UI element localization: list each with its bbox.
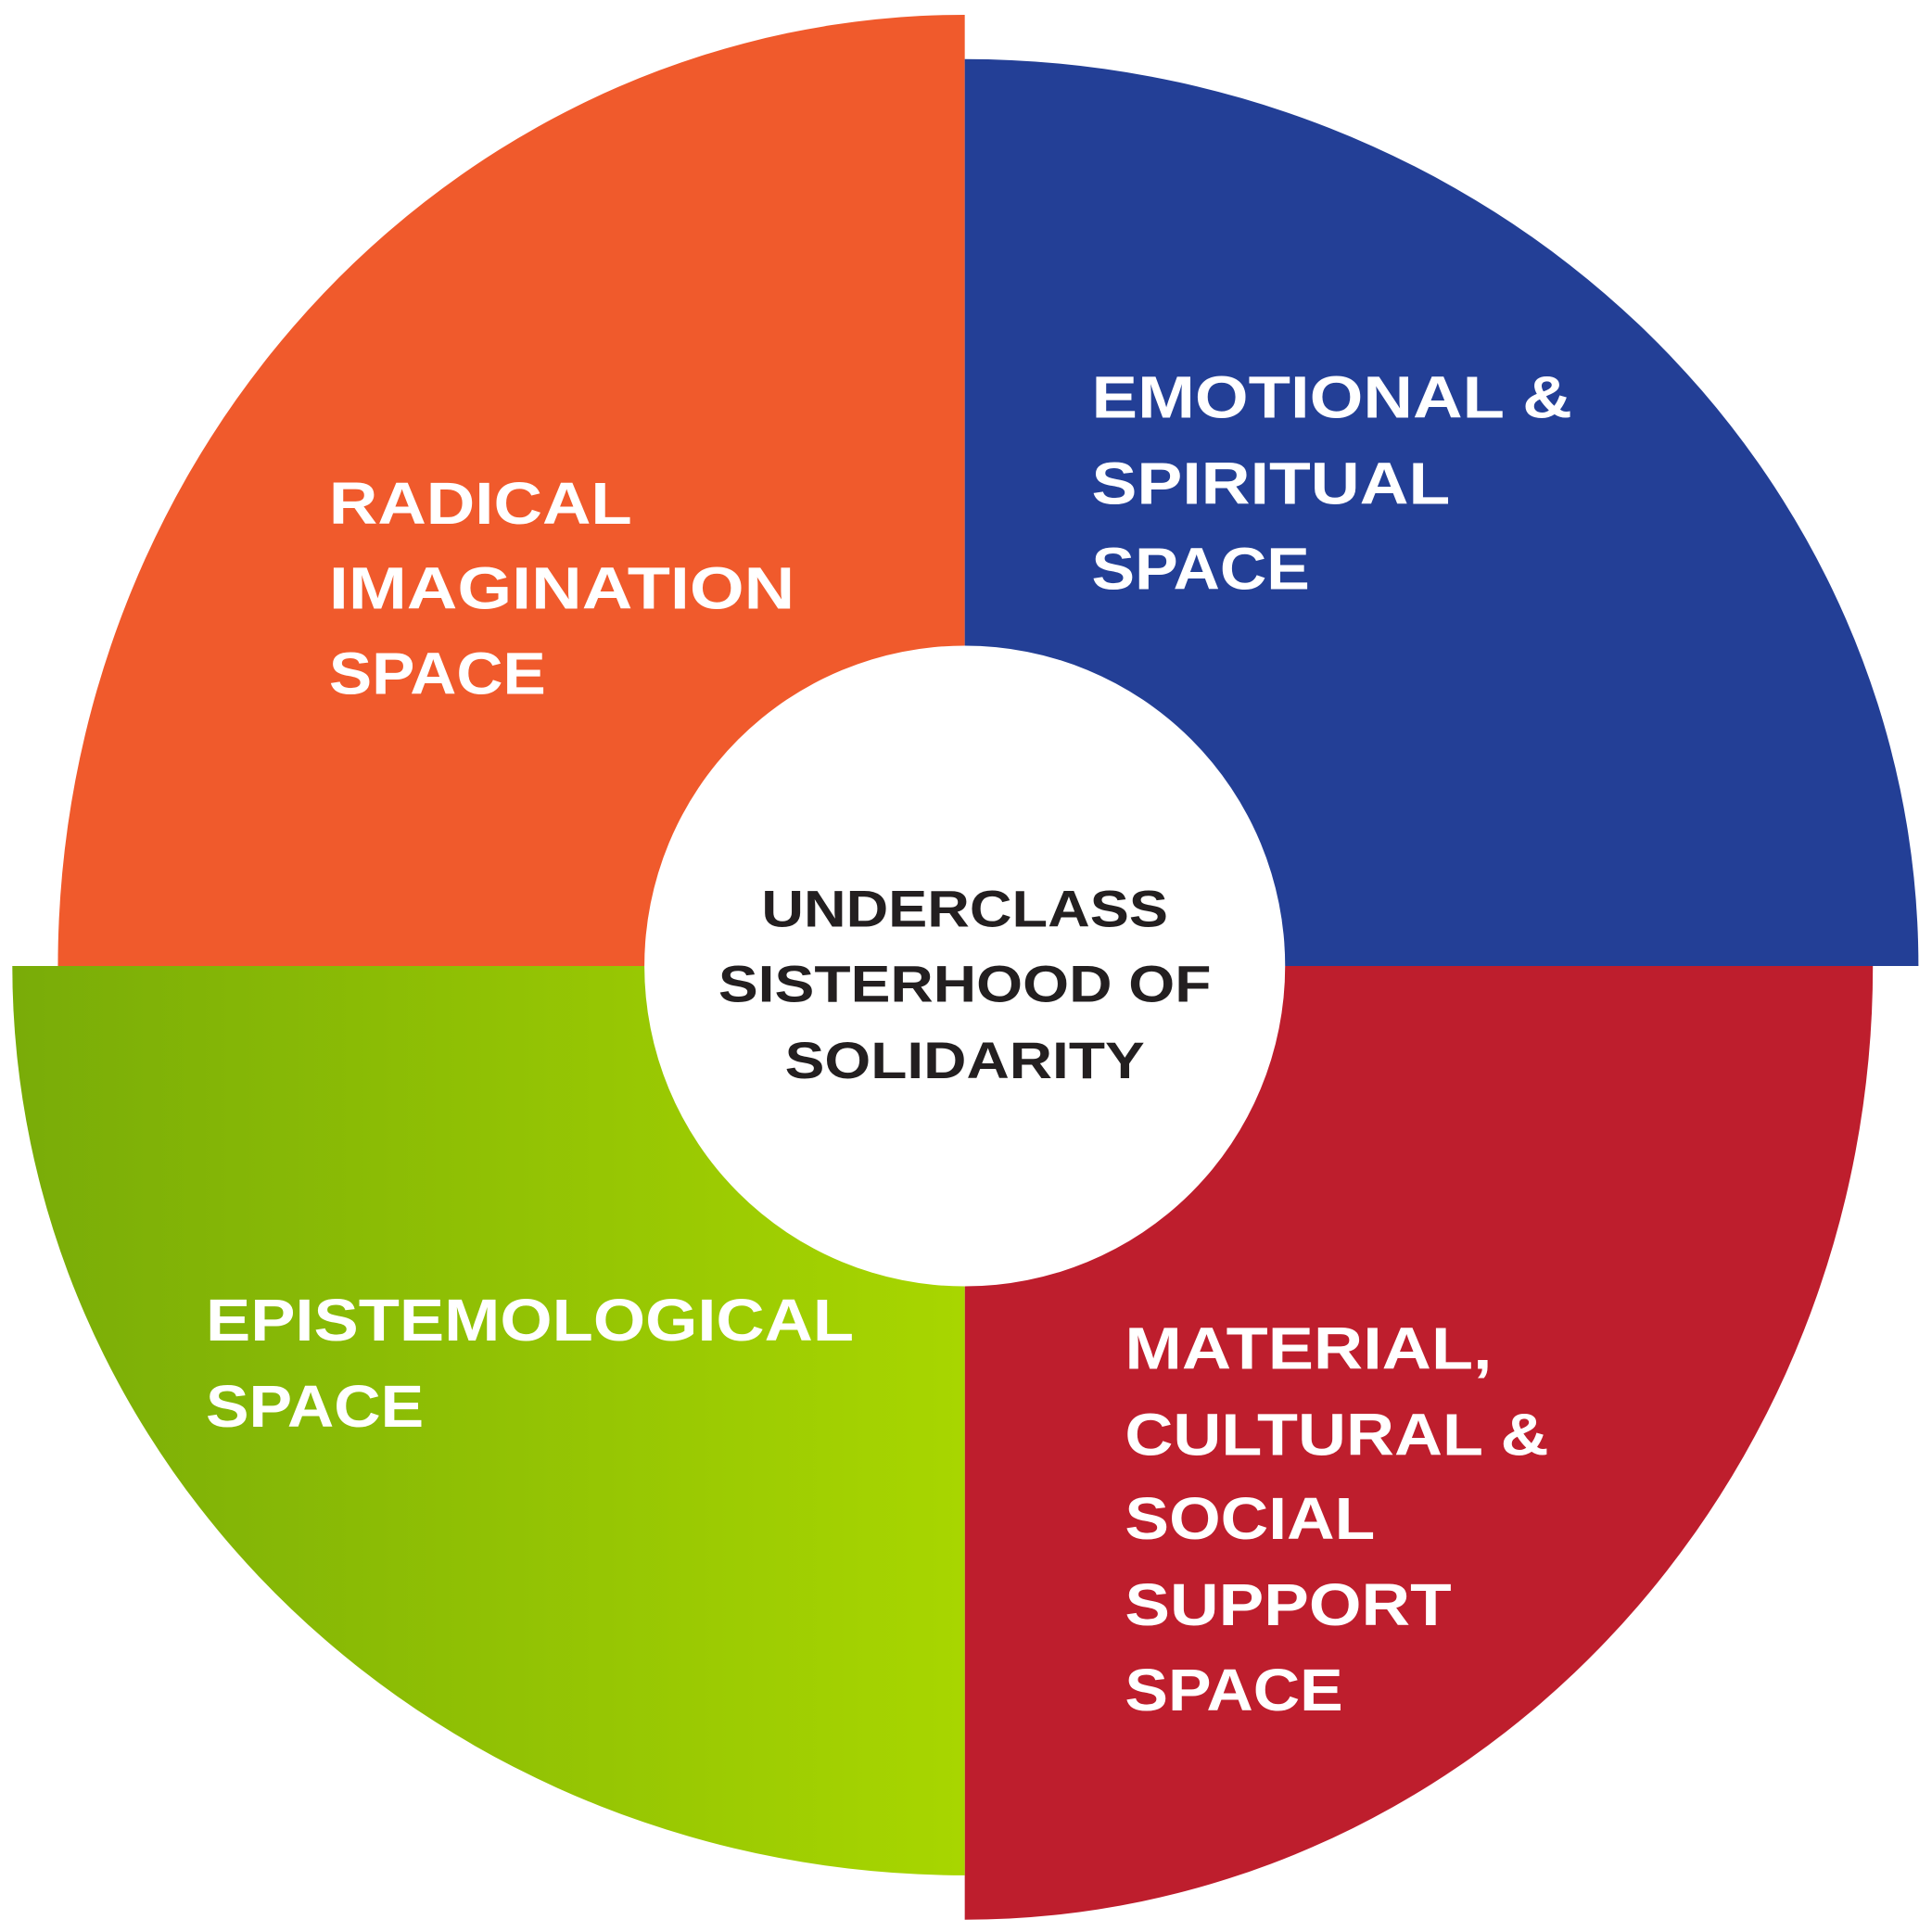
emotional-line-2: SPIRITUAL — [1092, 451, 1451, 517]
segment-epistemological — [12, 966, 965, 1875]
center-line-1: UNDERCLASS — [761, 879, 1168, 937]
center-line-3: SOLIDARITY — [785, 1031, 1145, 1089]
emotional-line-3: SPACE — [1092, 535, 1310, 602]
radical-line-3: SPACE — [329, 640, 546, 706]
material-line-5: SPACE — [1125, 1657, 1342, 1723]
center-circle — [644, 645, 1286, 1287]
center-line-2: SISTERHOOD OF — [718, 955, 1212, 1013]
segment-material-cultural-social — [964, 966, 1874, 1920]
material-line-3: SOCIAL — [1125, 1485, 1375, 1552]
epistemological-line-2: SPACE — [206, 1373, 424, 1440]
material-line-2: CULTURAL & — [1125, 1402, 1548, 1468]
material-line-4: SUPPORT — [1125, 1571, 1451, 1638]
segment-radical-imagination — [57, 14, 965, 967]
segment-emotional-spiritual — [964, 58, 1919, 967]
emotional-line-1: EMOTIONAL & — [1092, 364, 1572, 431]
material-line-1: MATERIAL, — [1125, 1316, 1492, 1382]
radical-line-2: IMAGINATION — [329, 555, 794, 622]
radical-line-1: RADICAL — [329, 470, 632, 537]
epistemological-line-1: EPISTEMOLOGICAL — [206, 1287, 854, 1354]
